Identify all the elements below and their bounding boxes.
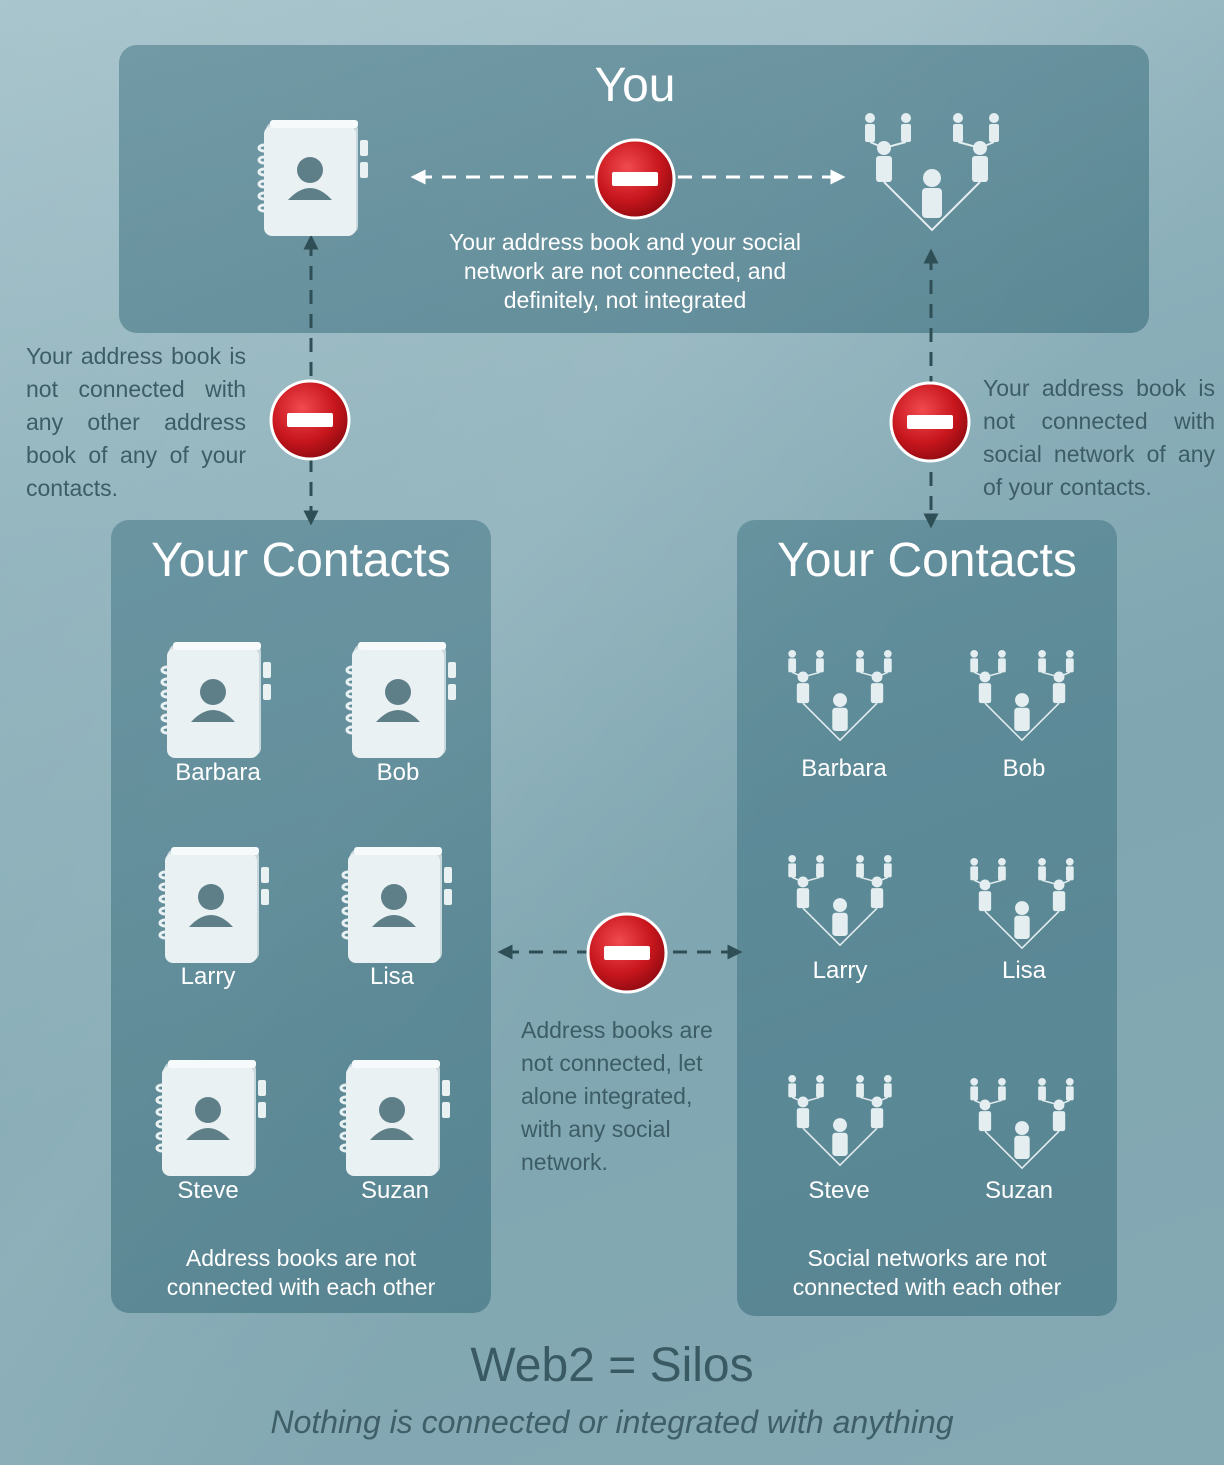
- social-network-icon: [970, 1077, 1074, 1170]
- no-entry-icon: [889, 381, 971, 463]
- footer-subtitle: Nothing is connected or integrated with …: [270, 1404, 954, 1440]
- no-entry-icon: [269, 379, 351, 461]
- right-panel-note: Social networks are not connected with e…: [792, 1245, 1062, 1300]
- social-network-contacts-panel: [737, 520, 1117, 1316]
- contact-label: Lisa: [369, 963, 415, 990]
- you-title: You: [594, 59, 676, 112]
- contact-label: Suzan: [360, 1177, 430, 1204]
- address-book-icon: [155, 1060, 266, 1176]
- right-side-note: Your address book is not connected with …: [983, 375, 1215, 500]
- no-entry-icon: [594, 138, 676, 220]
- left-panel-title: Your Contacts: [151, 534, 451, 587]
- address-book-icon: [339, 1060, 450, 1176]
- contact-label: Steve: [808, 1177, 870, 1204]
- social-network-icon: [970, 857, 1074, 950]
- contact-label: Larry: [812, 957, 868, 984]
- address-book-icon: [257, 120, 368, 236]
- address-book-icon: [345, 642, 456, 758]
- contact-label: Steve: [177, 1177, 239, 1204]
- contact-label: Barbara: [801, 755, 887, 782]
- address-book-icon: [160, 642, 271, 758]
- left-side-note: Your address book is not connected with …: [26, 343, 246, 501]
- left-panel-note: Address books are not connected with eac…: [166, 1245, 436, 1300]
- address-book-icon: [158, 847, 269, 963]
- contact-label: Bob: [1002, 755, 1046, 782]
- contact-label: Lisa: [1001, 957, 1047, 984]
- footer-title: Web2 = Silos: [470, 1339, 754, 1392]
- middle-note: Address books are not connected, let alo…: [521, 1017, 713, 1175]
- social-network-icon: [970, 649, 1074, 742]
- right-panel-title: Your Contacts: [777, 534, 1077, 587]
- social-network-icon: [788, 1074, 892, 1167]
- contact-label: Suzan: [984, 1177, 1054, 1204]
- contact-label: Larry: [180, 963, 236, 990]
- social-network-icon: [788, 649, 892, 742]
- contact-label: Bob: [376, 759, 420, 786]
- social-network-icon: [865, 113, 999, 232]
- address-book-icon: [341, 847, 452, 963]
- social-network-icon: [788, 854, 892, 947]
- top-note: Your address book and your social networ…: [448, 229, 802, 313]
- no-entry-icon: [586, 912, 668, 994]
- contact-label: Barbara: [175, 759, 261, 786]
